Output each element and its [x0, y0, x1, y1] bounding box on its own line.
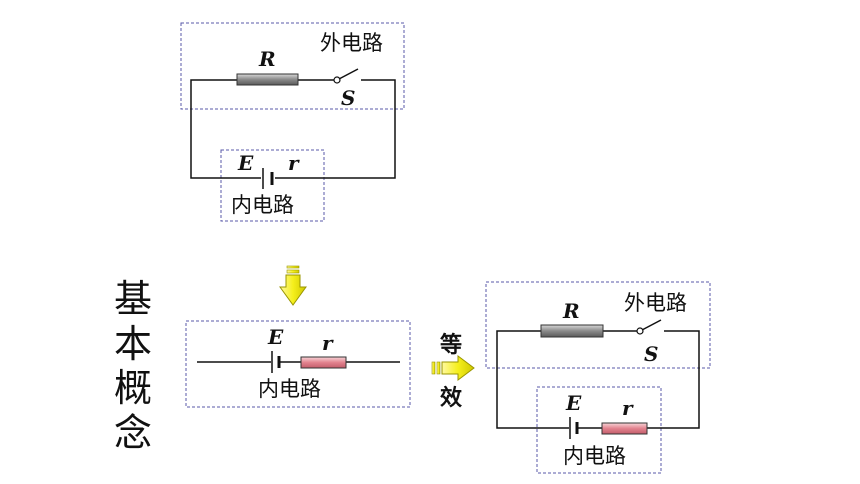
right-inner-box	[536, 386, 662, 474]
middle-emf-label: E	[267, 325, 284, 349]
side-title-char-3: 概	[114, 366, 152, 410]
side-title-char-1: 基	[114, 277, 152, 321]
wire-right	[275, 79, 396, 179]
right-switch-blade	[641, 319, 662, 331]
right-outer-box	[485, 281, 711, 369]
outer-circuit-box	[180, 22, 405, 110]
right-resistor-label: R	[562, 299, 580, 323]
middle-internal-resistance-label: r	[322, 331, 334, 355]
right-circuit: 外电路 R S E r 内电路	[485, 281, 711, 474]
right-outer-circuit-label: 外电路	[624, 291, 687, 315]
resistor-label: R	[258, 47, 276, 71]
middle-resistor-r	[300, 356, 347, 369]
wire-outer	[190, 79, 261, 179]
resistor-r	[236, 73, 299, 86]
right-internal-resistor	[601, 422, 648, 435]
inner-circuit-label: 内电路	[231, 193, 294, 217]
top-circuit: 外电路 R S E r 内电路	[180, 22, 405, 222]
switch-label: S	[341, 86, 355, 110]
side-title-char-4: 念	[114, 411, 152, 455]
middle-inner-box	[185, 320, 411, 408]
side-title: 基 本 概 念	[114, 277, 152, 455]
inner-circuit-box	[220, 149, 325, 222]
down-arrow	[279, 265, 307, 306]
outer-circuit-label: 外电路	[320, 31, 383, 55]
right-inner-circuit-label: 内电路	[563, 444, 626, 468]
equivalent-arrow: 等 效	[431, 332, 475, 411]
middle-circuit: E r 内电路	[185, 320, 411, 408]
right-switch-label: S	[644, 342, 658, 366]
internal-resistance-label: r	[288, 151, 300, 175]
side-title-char-2: 本	[114, 322, 152, 366]
right-internal-resistance-label: r	[622, 396, 634, 420]
right-switch-contact	[636, 327, 644, 335]
right-wire-left	[496, 330, 569, 429]
middle-inner-circuit-label: 内电路	[258, 377, 321, 401]
equivalent-char-2: 效	[440, 385, 462, 411]
right-emf-label: E	[565, 391, 582, 415]
switch-blade	[338, 68, 359, 80]
right-wire-right	[647, 330, 700, 429]
right-resistor-r	[540, 324, 604, 338]
emf-label: E	[237, 151, 254, 175]
equivalent-char-1: 等	[440, 332, 462, 358]
switch-contact	[333, 76, 341, 84]
